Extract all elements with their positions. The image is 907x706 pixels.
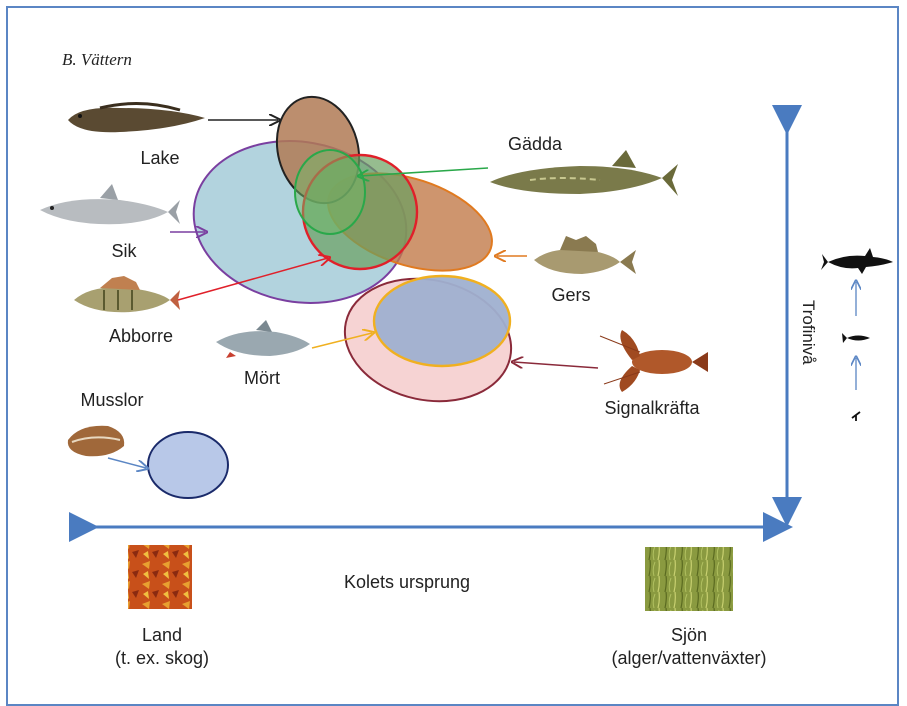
- niche-mort: [374, 276, 510, 366]
- shark-icon: [821, 248, 893, 274]
- roach-fish-icon: [216, 320, 310, 358]
- x-axis-right-end-name: Sjön: [671, 625, 707, 646]
- whitefish-fish-icon: [40, 184, 180, 224]
- niche-gadda: [295, 150, 365, 234]
- panel-title: B. Vättern: [62, 50, 132, 70]
- niche-musslor: [148, 432, 228, 498]
- crayfish-icon: [600, 330, 708, 392]
- small-fish-icon: [842, 333, 870, 343]
- plankton-icon: [852, 412, 860, 421]
- species-label-lake: Lake: [140, 148, 179, 169]
- algae-image: [645, 547, 733, 611]
- species-label-gadda: Gädda: [508, 134, 562, 155]
- food-web-diagram: B. Vättern Lake Sik Abborre Mört Musslor…: [0, 0, 907, 669]
- arrow-signalkrafta: [514, 362, 598, 368]
- mussel-icon: [68, 426, 124, 457]
- species-label-signalkrafta: Signalkräfta: [604, 398, 699, 419]
- species-label-sik: Sik: [111, 241, 136, 262]
- perch-fish-icon: [74, 276, 180, 312]
- x-axis-right-end-example: (alger/vattenväxter): [611, 648, 766, 669]
- autumn-leaves-image: [128, 545, 192, 609]
- species-label-gers: Gers: [551, 285, 590, 306]
- pike-fish-icon: [490, 150, 678, 196]
- ruffe-fish-icon: [534, 236, 636, 274]
- x-axis-left-end-name: Land: [142, 625, 182, 646]
- arrow-musslor: [108, 458, 146, 468]
- x-axis-left-end-example: (t. ex. skog): [115, 648, 209, 669]
- species-label-musslor: Musslor: [80, 390, 143, 411]
- burbot-fish-icon: [68, 103, 205, 132]
- y-axis-label: Trofinivå: [798, 300, 818, 365]
- species-label-abborre: Abborre: [109, 326, 173, 347]
- species-label-mort: Mört: [244, 368, 280, 389]
- x-axis-label: Kolets ursprung: [344, 572, 470, 593]
